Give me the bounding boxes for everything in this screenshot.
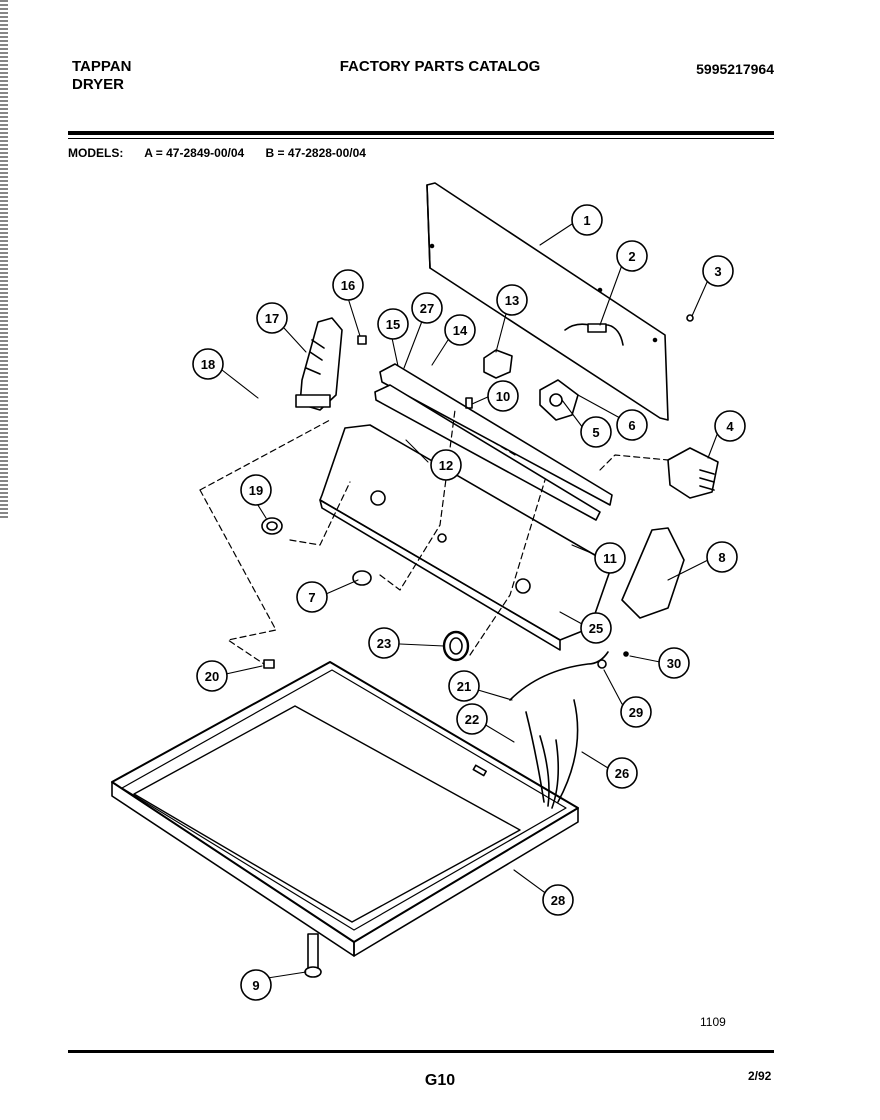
svg-text:1: 1 (583, 213, 590, 228)
page-code: G10 (424, 1072, 456, 1089)
svg-text:28: 28 (551, 893, 565, 908)
part-plug-20 (263, 659, 275, 669)
svg-text:4: 4 (726, 419, 734, 434)
part-knob-19 (261, 517, 283, 535)
callout-3: 3 (702, 255, 734, 287)
part-bracket-9 (304, 933, 322, 978)
callout-4: 4 (714, 410, 746, 442)
callout-17: 17 (256, 302, 288, 334)
catalog-title: FACTORY PARTS CATALOG (339, 58, 541, 75)
callout-29: 29 (620, 696, 652, 728)
callout-28: 28 (542, 884, 574, 916)
part-bolt-16 (357, 335, 367, 345)
svg-text:26: 26 (615, 766, 629, 781)
svg-text:25: 25 (589, 621, 603, 636)
part-end-bracket-left (295, 317, 343, 411)
callout-8: 8 (706, 541, 738, 573)
callout-2: 2 (616, 240, 648, 272)
callout-16: 16 (332, 269, 364, 301)
callout-12: 12 (430, 449, 462, 481)
page-date: 2/92 (748, 1069, 772, 1083)
scan-edge-artifact (0, 0, 8, 520)
callout-1: 1 (571, 204, 603, 236)
svg-text:14: 14 (453, 323, 468, 338)
svg-text:6: 6 (628, 418, 635, 433)
models-label: MODELS: (68, 146, 124, 160)
svg-text:8: 8 (718, 550, 725, 565)
svg-text:19: 19 (249, 483, 263, 498)
callout-19: 19 (240, 474, 272, 506)
models-line: MODELS: A = 47-2849-00/04 B = 47-2828-00… (68, 146, 384, 160)
svg-text:22: 22 (465, 712, 479, 727)
part-switch-13 (483, 349, 513, 379)
product-type: DRYER (72, 76, 124, 93)
callout-26: 26 (606, 757, 638, 789)
svg-text:29: 29 (629, 705, 643, 720)
part-harness-clip (564, 323, 624, 346)
svg-text:9: 9 (252, 978, 259, 993)
part-knob-7 (352, 570, 372, 586)
svg-text:20: 20 (205, 669, 219, 684)
svg-text:11: 11 (603, 551, 617, 566)
svg-text:30: 30 (667, 656, 681, 671)
callout-set: 1 2 3 4 5 6 7 8 9 10 11 12 13 14 15 16 1… (192, 204, 746, 1001)
callout-27: 27 (411, 292, 443, 324)
callout-13: 13 (496, 284, 528, 316)
svg-text:17: 17 (265, 311, 279, 326)
header-rule-thin (68, 138, 774, 139)
svg-text:2: 2 (628, 249, 635, 264)
callout-5: 5 (580, 416, 612, 448)
svg-text:13: 13 (505, 293, 519, 308)
brand-block: TAPPAN DRYER (72, 58, 131, 94)
callout-18: 18 (192, 348, 224, 380)
svg-text:18: 18 (201, 357, 215, 372)
svg-text:12: 12 (439, 458, 453, 473)
part-end-cap-right (621, 527, 685, 619)
svg-text:16: 16 (341, 278, 355, 293)
brand-name: TAPPAN (72, 58, 132, 75)
part-screw-3 (686, 314, 694, 322)
part-terminal-block (667, 447, 719, 499)
model-b: B = 47-2828-00/04 (265, 146, 366, 160)
callout-30: 30 (658, 647, 690, 679)
callout-10: 10 (487, 380, 519, 412)
callout-23: 23 (368, 627, 400, 659)
drawing-number: 1109 (700, 1015, 726, 1029)
svg-text:23: 23 (377, 636, 391, 651)
part-clip-10 (465, 397, 473, 409)
callout-15: 15 (377, 308, 409, 340)
part-console-panel (319, 424, 613, 651)
part-back-panel (426, 182, 669, 421)
callout-leaders (221, 223, 719, 983)
part-wire-harness (509, 651, 609, 809)
svg-text:3: 3 (714, 264, 721, 279)
callout-25: 25 (580, 612, 612, 644)
part-29 (597, 659, 607, 669)
footer-rule (68, 1050, 774, 1053)
part-top-cover (111, 661, 579, 957)
header-rule-thick (68, 131, 774, 135)
part-30 (623, 651, 629, 657)
callout-22: 22 (456, 703, 488, 735)
svg-text:21: 21 (457, 679, 471, 694)
callout-6: 6 (616, 409, 648, 441)
svg-text:27: 27 (420, 301, 434, 316)
svg-text:5: 5 (592, 425, 599, 440)
svg-text:10: 10 (496, 389, 510, 404)
callout-9: 9 (240, 969, 272, 1001)
svg-text:15: 15 (386, 317, 400, 332)
assembly-guide-lines (199, 409, 669, 665)
part-dial-23 (442, 630, 470, 662)
catalog-number: 5995217964 (696, 61, 774, 77)
callout-11: 11 (594, 542, 626, 574)
callout-14: 14 (444, 314, 476, 346)
callout-20: 20 (196, 660, 228, 692)
svg-text:7: 7 (308, 590, 315, 605)
callout-7: 7 (296, 581, 328, 613)
callout-21: 21 (448, 670, 480, 702)
model-a: A = 47-2849-00/04 (144, 146, 245, 160)
part-console-top-strip (374, 363, 613, 521)
